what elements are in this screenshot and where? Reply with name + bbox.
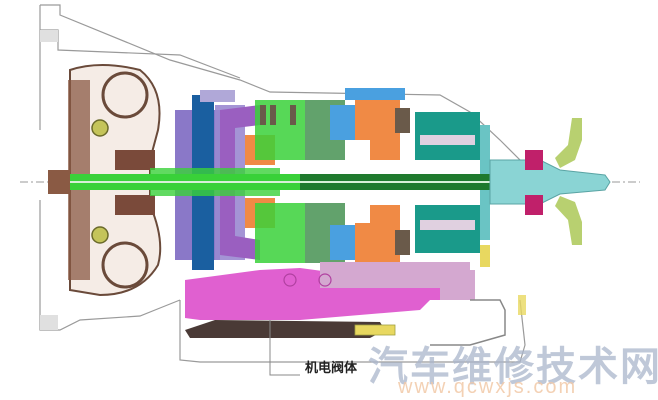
output-shaft	[489, 118, 611, 245]
sensor-part	[354, 324, 396, 336]
housing-flange-top	[40, 30, 58, 42]
clutch-b	[255, 100, 305, 263]
oil-line	[430, 299, 506, 346]
watermark-url: www.qcwxjs.com	[398, 376, 578, 398]
oil-filter	[185, 320, 385, 338]
valve-body-callout-label: 机电阀体	[305, 361, 358, 376]
parking-lock-part	[480, 245, 490, 267]
mechatronic-valve-body	[185, 262, 475, 320]
clutch-c	[305, 100, 355, 263]
plug-part	[518, 295, 526, 315]
watermark-site-name: 汽车维修技术网	[368, 344, 658, 390]
callout-leader-line	[269, 320, 300, 376]
housing-flange-bottom	[40, 315, 58, 330]
